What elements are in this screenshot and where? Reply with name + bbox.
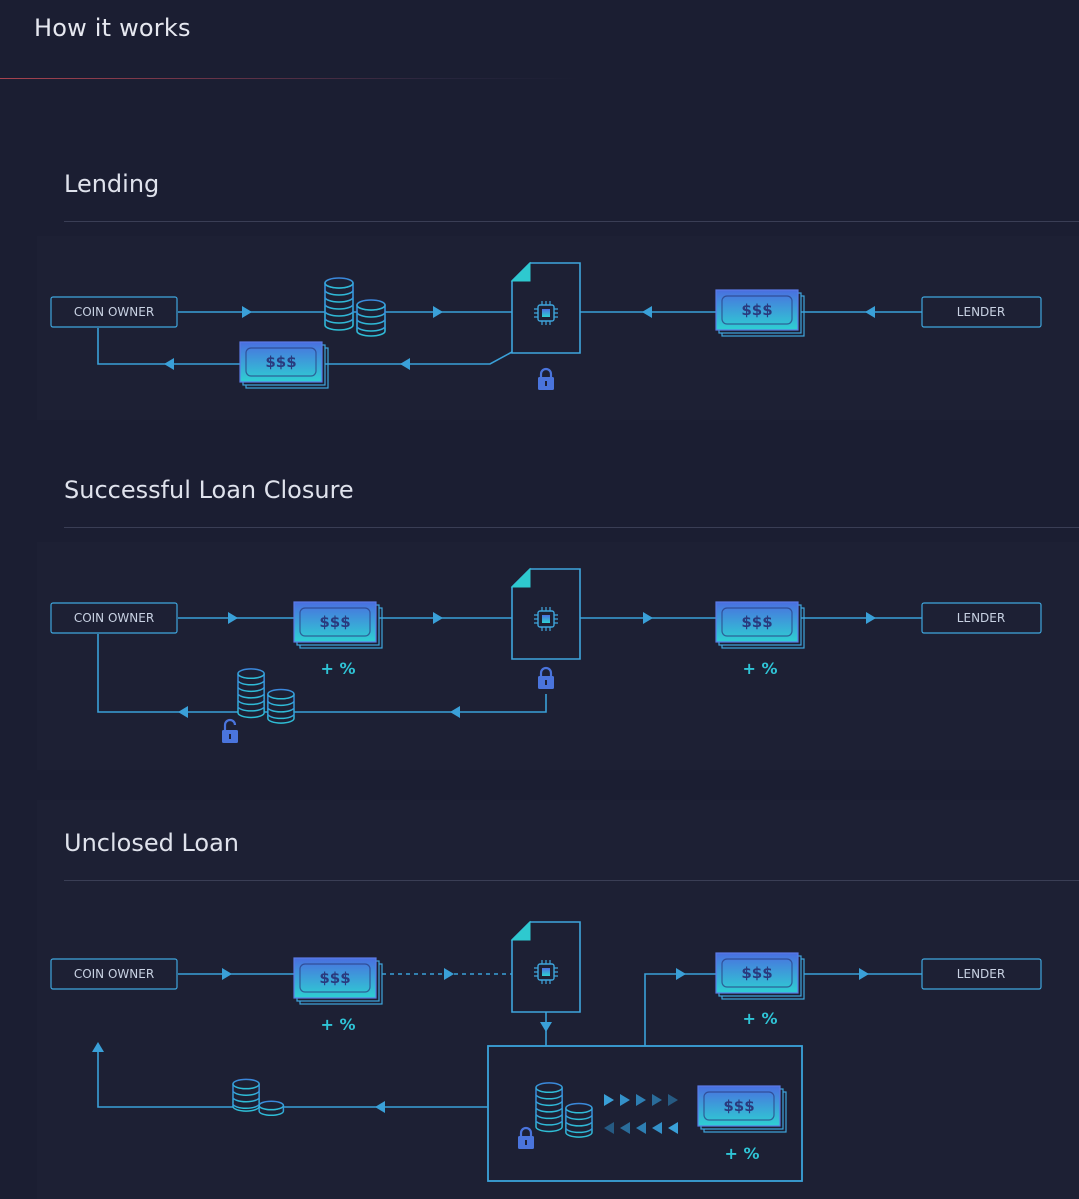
percent-label: + %: [724, 1144, 759, 1163]
lender-node[interactable]: LENDER: [921, 958, 1042, 990]
diagram-successful-closure: COIN OWNER LENDER $$$ + % $$$ + %: [50, 568, 1042, 745]
bill-label: $$$: [741, 613, 772, 631]
bill-label: $$$: [265, 353, 296, 371]
bill-icon: $$$: [293, 957, 383, 1005]
header-divider: [0, 78, 580, 79]
contract-chip-icon: [511, 568, 581, 660]
arrow-icon: [643, 612, 653, 624]
lender-node[interactable]: LENDER: [921, 602, 1042, 634]
coin-owner-label: COIN OWNER: [74, 967, 154, 981]
arrow-icon: [540, 1022, 552, 1032]
section-divider-successful-closure: [64, 527, 1079, 528]
percent-label: + %: [320, 1015, 355, 1034]
bill-label: $$$: [319, 613, 350, 631]
lender-node[interactable]: LENDER: [921, 296, 1042, 328]
arrow-icon: [859, 968, 869, 980]
diagram-unclosed-loan: COIN OWNER LENDER $$$ + % $$$ + % $$$ + …: [50, 921, 1042, 1182]
bill-label: $$$: [319, 969, 350, 987]
bill-icon: $$$: [715, 289, 805, 337]
bill-icon: $$$: [293, 601, 383, 649]
percent-label: + %: [742, 659, 777, 678]
bill-icon: $$$: [697, 1085, 787, 1133]
arrow-icon: [866, 612, 876, 624]
flow-line: [97, 634, 547, 713]
bill-label: $$$: [741, 301, 772, 319]
bill-label: $$$: [723, 1097, 754, 1115]
unlock-icon: [220, 718, 240, 745]
bill-label: $$$: [741, 964, 772, 982]
flow-line: [97, 1044, 488, 1108]
arrow-icon: [400, 358, 410, 370]
percent-label: + %: [320, 659, 355, 678]
arrow-icon: [178, 706, 188, 718]
arrow-icon: [242, 306, 252, 318]
arrow-icon: [676, 968, 686, 980]
arrow-icon: [222, 968, 232, 980]
arrow-icon: [92, 1042, 104, 1052]
section-title-lending: Lending: [64, 170, 160, 198]
coin-owner-label: COIN OWNER: [74, 305, 154, 319]
contract-chip-icon: [511, 921, 581, 1013]
arrow-icon: [433, 306, 443, 318]
backward-arrows: [604, 1122, 678, 1134]
arrow-icon: [642, 306, 652, 318]
lender-label: LENDER: [957, 611, 1005, 625]
coins-icon: [324, 277, 386, 337]
lender-label: LENDER: [957, 305, 1005, 319]
arrow-icon: [444, 968, 454, 980]
bill-icon: $$$: [715, 952, 805, 1000]
section-divider-lending: [64, 221, 1079, 222]
arrow-icon: [433, 612, 443, 624]
arrow-icon: [228, 612, 238, 624]
bill-icon: $$$: [715, 601, 805, 649]
coin-owner-node[interactable]: COIN OWNER: [50, 958, 178, 990]
lock-icon: [536, 367, 556, 392]
lender-label: LENDER: [957, 967, 1005, 981]
page-header: How it works: [0, 0, 1079, 79]
diagram-lending: COIN OWNER LENDER $$$ $$$: [50, 262, 1042, 392]
arrow-icon: [375, 1101, 385, 1113]
coins-icon: [232, 1078, 285, 1117]
arrow-icon: [450, 706, 460, 718]
forward-arrows: [604, 1094, 678, 1106]
lock-icon: [536, 666, 556, 691]
coin-owner-label: COIN OWNER: [74, 611, 154, 625]
flow-line: [644, 973, 716, 1046]
coin-owner-node[interactable]: COIN OWNER: [50, 602, 178, 634]
contract-chip-icon: [511, 262, 581, 354]
section-title-unclosed-loan: Unclosed Loan: [64, 829, 240, 857]
bill-icon: $$$: [239, 341, 329, 389]
coin-owner-node[interactable]: COIN OWNER: [50, 296, 178, 328]
section-divider-unclosed-loan: [64, 880, 1079, 881]
section-title-successful-closure: Successful Loan Closure: [64, 476, 354, 504]
page-title: How it works: [34, 14, 191, 42]
coins-icon: [237, 668, 295, 724]
arrow-icon: [164, 358, 174, 370]
percent-label: + %: [742, 1009, 777, 1028]
arrow-icon: [865, 306, 875, 318]
